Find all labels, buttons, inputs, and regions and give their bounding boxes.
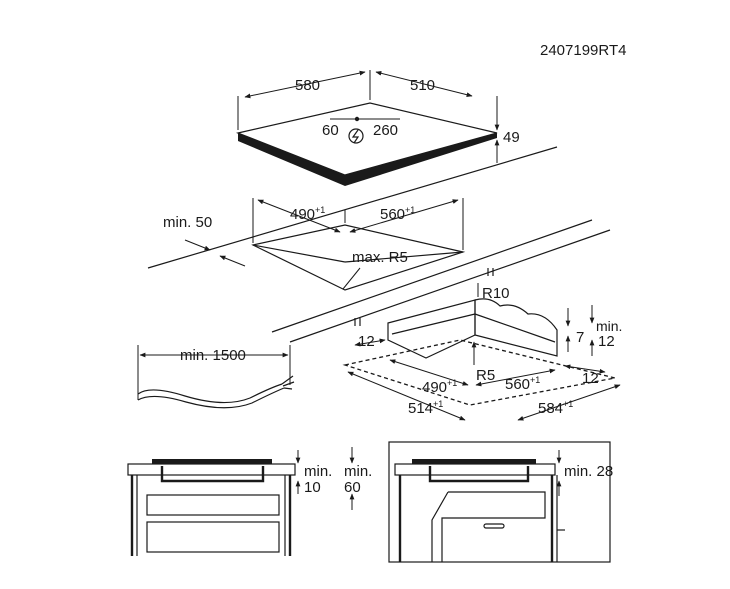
power-icon-bolt <box>351 129 360 144</box>
worktop-back-edge-2 <box>289 229 611 343</box>
hob-width-label: 580 <box>295 77 320 94</box>
hob-depth-dim <box>375 70 473 98</box>
worktop-left <box>127 463 296 476</box>
hob-group: 580 510 60 260 49 <box>235 70 520 186</box>
worktop-right <box>394 463 556 476</box>
drawer-2 <box>146 521 280 553</box>
side-left-min-b: min. <box>344 463 372 480</box>
frame-left-piece <box>387 299 476 359</box>
cable-group: min. 1500 <box>137 345 295 409</box>
cable-length-label: min. 1500 <box>180 347 246 364</box>
cutout-depth-label: 490+1 <box>290 205 325 223</box>
edge-distance-label: min. 50 <box>163 214 212 231</box>
cutout-width-dim <box>349 199 459 233</box>
right-view-border <box>388 441 611 563</box>
power-cable <box>137 383 283 404</box>
side-left-val-b: 60 <box>344 479 361 496</box>
cable-pos-x: 60 <box>322 122 339 139</box>
frame-560-dim <box>475 368 556 387</box>
cutout-width-label: 560+1 <box>380 205 415 223</box>
side-right-clearance: min. 28 <box>564 463 613 480</box>
hob-height-label: 49 <box>503 129 520 146</box>
frame-514-label: 514+1 <box>408 399 443 417</box>
cutout-depth-dim <box>257 199 341 233</box>
power-icon <box>348 128 364 144</box>
drawing-code: 2407199RT4 <box>540 42 626 59</box>
cutout-inner-back <box>344 251 464 263</box>
frame-group: R10 R5 12 490+1 560+1 514+1 584+1 7 min.… <box>342 283 622 421</box>
corner-radius-label: max. R5 <box>352 249 408 266</box>
worktop-back-edge <box>271 219 593 333</box>
cutout-group: 490+1 560+1 min. 50 max. R5 <box>147 146 611 343</box>
side-view-right: min. 28 <box>388 441 613 563</box>
frame-490-label: 490+1 <box>422 378 457 396</box>
cable-wires <box>281 375 295 390</box>
hob-body-left <box>152 459 272 464</box>
oven-handle <box>483 523 505 529</box>
frame-footprint <box>342 339 616 406</box>
hob-top-surface <box>235 102 498 176</box>
drawer-1 <box>146 494 280 516</box>
frame-12b-label: 12 <box>598 333 615 350</box>
frame-12c-label: 12 <box>582 370 599 387</box>
oven-body <box>441 491 546 562</box>
frame-514-dim <box>347 371 466 421</box>
oven-front <box>431 491 449 562</box>
frame-7-label: 7 <box>576 329 584 346</box>
hob-width-dim <box>244 70 366 99</box>
frame-r10-label: R10 <box>482 285 510 302</box>
hob-underside-right <box>428 466 530 483</box>
hob-edge <box>238 133 497 186</box>
cable-pos-y: 260 <box>373 122 398 139</box>
side-left-min-a: min. <box>304 463 332 480</box>
frame-right-piece <box>474 298 558 357</box>
cutout-inner-side <box>252 244 346 263</box>
frame-12c-dim <box>564 364 606 374</box>
frame-560-label: 560+1 <box>505 375 540 393</box>
frame-inner-2 <box>474 313 556 343</box>
hob-depth-label: 510 <box>410 77 435 94</box>
cable-point <box>354 116 360 122</box>
frame-min-label: min. <box>596 318 622 334</box>
hob-body-right <box>412 459 536 464</box>
side-left-val-a: 10 <box>304 479 321 496</box>
hob-underside-left <box>160 466 265 483</box>
frame-12-label: 12 <box>358 333 375 350</box>
frame-inner-1 <box>391 313 476 335</box>
edge-arrow-2 <box>219 255 246 267</box>
power-cable-2 <box>137 387 285 409</box>
edge-arrow-1 <box>184 239 211 251</box>
frame-584-dim <box>517 384 621 421</box>
frame-12-dim <box>354 338 386 347</box>
corner-radius-leader <box>342 267 361 290</box>
side-view-left: min. 10 min. 60 <box>127 447 372 556</box>
frame-584-label: 584+1 <box>538 399 573 417</box>
